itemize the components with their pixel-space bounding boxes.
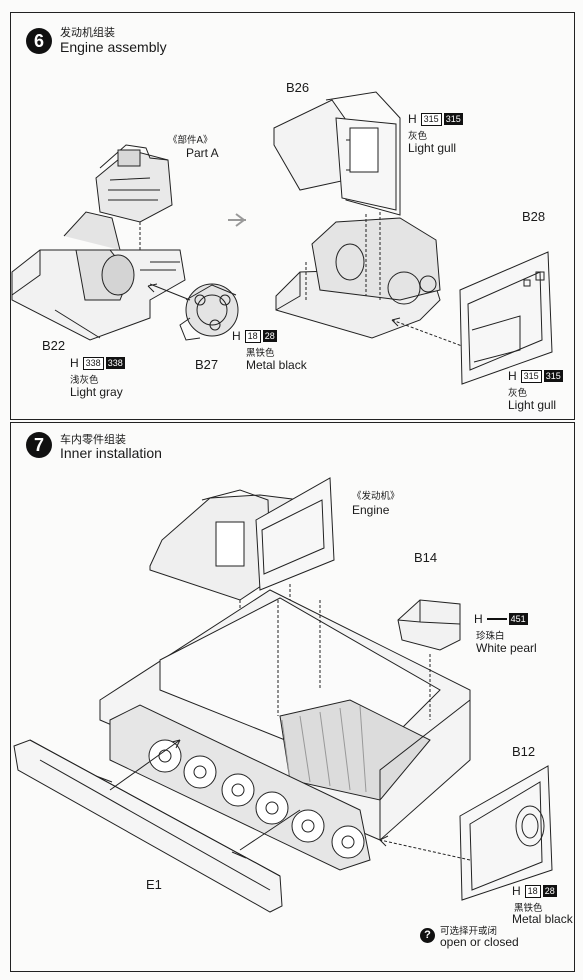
paint-code-alt: 315 (443, 113, 463, 125)
paint-metal-black-6-zh: 黑铁色 (246, 348, 275, 359)
paint-light-gray: H 338 338 (70, 356, 125, 370)
step-6-panel (10, 12, 575, 420)
engine-label-en: Engine (352, 503, 390, 517)
part-b14-label: B14 (414, 550, 438, 565)
paint-code: 18 (524, 884, 541, 898)
step-6-badge: 6 (26, 28, 52, 54)
paint-letter: H (408, 112, 417, 126)
engine-unit-drawing (149, 477, 335, 620)
part-b28-label: B28 (522, 209, 546, 224)
step-7-title-en: Inner installation (60, 445, 162, 461)
paint-letter: H (232, 329, 241, 343)
part-b26-label: B26 (286, 80, 310, 95)
paint-letter: H (512, 884, 521, 898)
paint-metal-black-6: H 18 28 (232, 329, 277, 343)
paint-white-pearl: H 451 (474, 612, 528, 626)
b27-gearbox-drawing (179, 283, 239, 341)
paint-code: 315 (520, 369, 542, 383)
paint-code: 338 (82, 356, 104, 370)
track-wheels-drawing (109, 704, 371, 871)
paint-light-gray-en: Light gray (70, 385, 123, 399)
paint-light-gull-top: H 315 315 (408, 112, 463, 126)
paint-code-alt: 315 (543, 370, 563, 382)
open-closed-note-en: open or closed (440, 935, 519, 949)
step-6-title-zh: 发动机组装 (60, 26, 115, 39)
step-7-panel (10, 422, 575, 972)
paint-letter: H (70, 356, 79, 370)
engine-label-zh: 《发动机》 (352, 491, 400, 502)
paint-light-gray-zh: 浅灰色 (70, 375, 99, 386)
step-6-title-en: Engine assembly (60, 39, 167, 55)
paint-light-gull-right-zh: 灰色 (508, 388, 528, 399)
paint-code: 315 (420, 112, 442, 126)
b22-hull-drawing (11, 211, 186, 341)
paint-code (486, 618, 507, 620)
paint-letter: H (508, 369, 517, 383)
hull-body-drawing (99, 589, 471, 841)
paint-light-gull-top-zh: 灰色 (408, 131, 428, 142)
paint-code-alt: 451 (508, 613, 528, 625)
b28-panel-drawing (391, 251, 553, 385)
paint-light-gull-right-en: Light gull (508, 398, 557, 412)
part-b22-label: B22 (42, 338, 66, 353)
b26-door-drawing (273, 91, 401, 216)
step-7-badge: 7 (26, 432, 52, 458)
e1-fender-drawing (13, 739, 283, 913)
paint-white-pearl-en: White pearl (476, 641, 537, 655)
paint-white-pearl-zh: 珍珠白 (476, 631, 505, 642)
paint-code-alt: 28 (542, 885, 557, 897)
paint-light-gull-right: H 315 315 (508, 369, 563, 383)
part-e1-label: E1 (146, 877, 162, 892)
part-b12-label: B12 (512, 744, 536, 759)
paint-code-alt: 28 (262, 330, 277, 342)
paint-light-gull-top-en: Light gull (408, 141, 457, 155)
paint-code-alt: 338 (105, 357, 125, 369)
paint-metal-black-7-zh: 黑铁色 (514, 903, 543, 914)
part-a-label-zh: 《部件A》 (168, 135, 213, 146)
paint-metal-black-6-en: Metal black (246, 358, 307, 372)
b12-door-drawing (379, 765, 553, 901)
part-a-engine-drawing (95, 144, 173, 252)
assembled-hull-drawing (275, 212, 441, 339)
part-a-label-en: Part A (186, 146, 219, 160)
paint-code: 18 (244, 329, 261, 343)
part-b27-label: B27 (195, 357, 219, 372)
step-7-title-zh: 车内零件组装 (60, 433, 126, 446)
b14-box-drawing (397, 599, 461, 720)
open-closed-note-zh: 可选择开或闭 (440, 926, 498, 937)
paint-metal-black-7: H 18 28 (512, 884, 557, 898)
question-circle-icon: ? (420, 928, 435, 943)
paint-letter: H (474, 612, 483, 626)
paint-metal-black-7-en: Metal black (512, 912, 573, 926)
